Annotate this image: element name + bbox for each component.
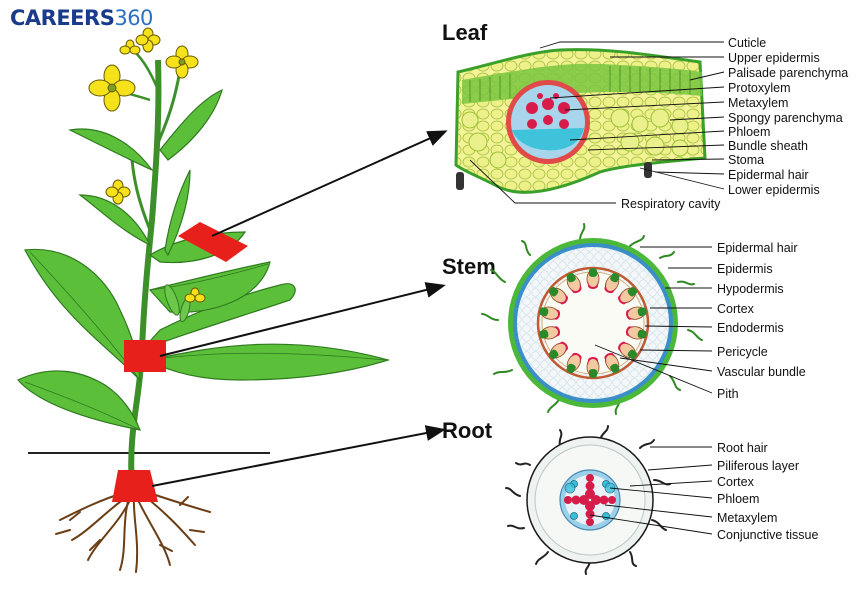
stem-label-cortex: Cortex — [717, 302, 754, 316]
stem-label-pericycle: Pericycle — [717, 345, 768, 359]
ground-line — [28, 452, 270, 454]
leaf-label-respiratory-cavity: Respiratory cavity — [621, 197, 721, 211]
leaf-label-cuticle: Cuticle — [728, 36, 767, 50]
stem-vascular-bundle — [548, 287, 568, 305]
stem-vascular-bundle — [586, 357, 600, 378]
stem-vascular-bundles — [539, 268, 647, 378]
leaf-label-protoxylem: Protoxylem — [728, 81, 791, 95]
stem-vascular-bundle — [566, 352, 582, 373]
section-markers — [112, 222, 248, 502]
stem-vascular-bundle — [625, 306, 647, 320]
leaf-cross-section — [454, 41, 725, 204]
stem-label-vascular-bundle: Vascular bundle — [717, 365, 806, 379]
stem-vascular-bundle — [539, 306, 561, 320]
root-label-root-hair: Root hair — [717, 441, 768, 455]
stem-label-endodermis: Endodermis — [717, 321, 784, 335]
root-cross-section — [505, 425, 713, 575]
stem-vascular-bundle — [604, 273, 620, 294]
leaf-label-upper-epidermis: Upper epidermis — [728, 51, 820, 65]
logo-text-careers: CAREERS — [10, 6, 115, 30]
leaf-label-phloem: Phloem — [728, 125, 771, 139]
root-label-metaxylem: Metaxylem — [717, 511, 778, 525]
leaf-title: Leaf — [442, 20, 488, 45]
leaf-section-marker — [178, 222, 248, 262]
leaf-label-epidermal-hair: Epidermal hair — [728, 168, 809, 182]
stem-cross-section — [481, 223, 713, 415]
leaf-label-stoma: Stoma — [728, 153, 765, 167]
leaf-label-bundle-sheath: Bundle sheath — [728, 139, 808, 153]
leaf-label-lower-epidermis: Lower epidermis — [728, 183, 820, 197]
stem-vascular-bundle — [618, 287, 638, 305]
careers360-logo: CAREERS360 — [10, 6, 153, 30]
logo-text-360: 360 — [114, 6, 153, 30]
root-label-cortex: Cortex — [717, 475, 754, 489]
stem-title: Stem — [442, 254, 496, 279]
root-label-phloem: Phloem — [717, 492, 760, 506]
stem-label-epidermis: Epidermis — [717, 262, 773, 276]
stem-vascular-bundle — [539, 326, 561, 340]
stem-vascular-bundle — [548, 341, 568, 359]
stem-vascular-bundle — [566, 273, 582, 294]
root-title: Root — [442, 418, 493, 443]
stem-label-epidermal-hair: Epidermal hair — [717, 241, 798, 255]
stem-vascular-bundle — [586, 268, 600, 289]
arrow-to-root — [151, 425, 446, 487]
stem-vascular-bundle — [604, 352, 620, 373]
arrow-to-leaf — [211, 130, 448, 237]
plant-flowers — [88, 27, 206, 303]
stem-label-hypodermis: Hypodermis — [717, 282, 784, 296]
leaf-label-metaxylem: Metaxylem — [728, 96, 789, 110]
seed-pods — [164, 284, 191, 323]
arrow-to-stem — [159, 282, 446, 357]
stem-vascular-bundle — [625, 326, 647, 340]
stem-vascular-bundle — [618, 341, 638, 359]
leaf-phloem — [512, 128, 584, 151]
plant-leaves — [17, 88, 391, 431]
root-label-conjunctive-tissue: Conjunctive tissue — [717, 528, 819, 542]
stem-section-marker — [124, 340, 166, 372]
plant-illustration — [17, 27, 448, 573]
leaf-label-spongy-parenchyma: Spongy parenchyma — [728, 111, 843, 125]
root-metaxylem — [564, 474, 616, 526]
root-section-marker — [112, 470, 158, 502]
root-label-piliferous-layer: Piliferous layer — [717, 459, 799, 473]
stem-label-pith: Pith — [717, 387, 739, 401]
leaf-label-palisade-parenchyma: Palisade parenchyma — [728, 66, 849, 80]
